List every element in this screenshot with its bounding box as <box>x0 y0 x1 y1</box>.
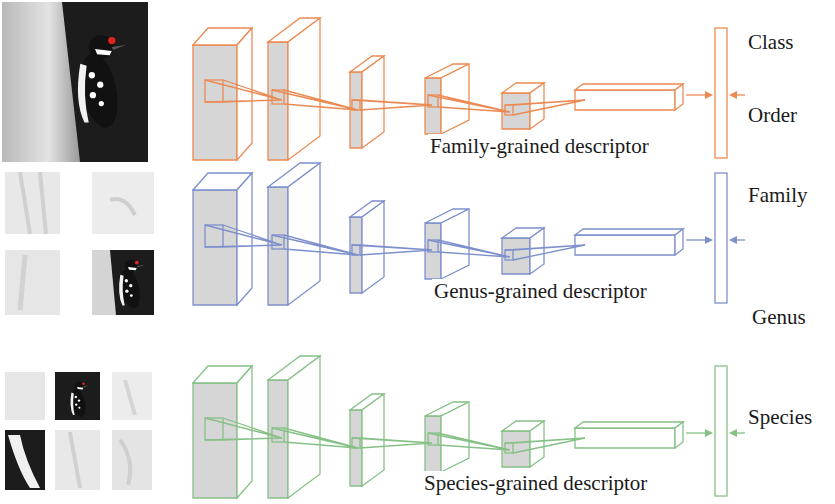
class-label: Class <box>748 30 794 54</box>
class-label: Species <box>748 405 812 429</box>
descriptor-label: Family-grained descriptor <box>428 134 651 158</box>
class-label: Order <box>748 103 797 127</box>
descriptor-label: Species-grained descriptor <box>422 471 649 495</box>
class-label: Genus <box>752 305 806 329</box>
class-label: Family <box>748 183 808 207</box>
descriptor-label: Genus-grained descriptor <box>432 279 649 303</box>
